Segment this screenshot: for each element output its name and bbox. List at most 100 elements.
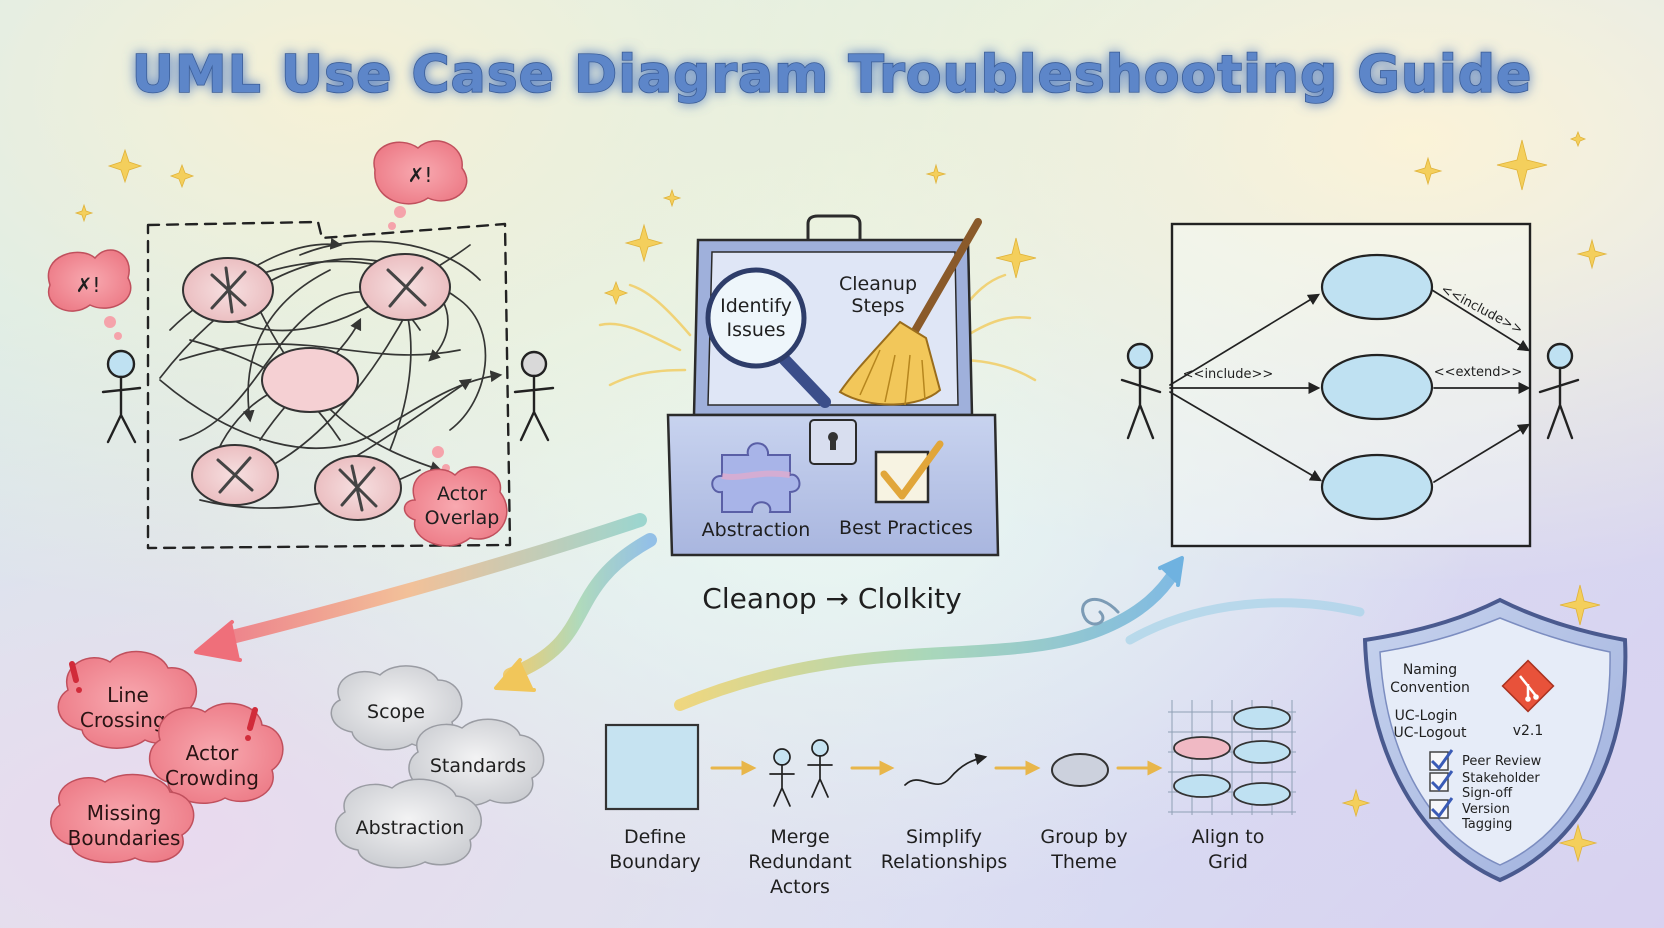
step-label: Theme: [1050, 851, 1117, 873]
step-group-by-theme: Group by Theme: [1040, 753, 1128, 873]
sparkle-icon: [603, 280, 629, 306]
step-label: Define: [624, 826, 686, 848]
actor-overlap-label-2: Overlap: [425, 507, 500, 529]
abstraction-cloud: Abstraction: [334, 778, 482, 869]
clean-actor-left: [1120, 342, 1162, 440]
cross-marks: [210, 266, 427, 512]
line-crossings-label-1: Line: [107, 683, 149, 707]
puzzle-icon: [711, 442, 801, 513]
grouped-oval-icon: [1051, 753, 1109, 787]
actor-crowding-cloud: Actor Crowding: [148, 702, 284, 804]
check-icon: [1430, 797, 1454, 819]
check-icon: [1430, 770, 1454, 792]
flow-swooshes: [194, 513, 1365, 711]
checklist-item: Stakeholder: [1462, 771, 1540, 786]
broom-icon: [838, 218, 982, 406]
error-badge-text: ✗!: [76, 273, 101, 297]
extend-label: <<extend>>: [1434, 365, 1523, 380]
quality-shield: Naming Convention UC-Login UC-Logout v2.…: [1362, 597, 1628, 883]
red-swoosh: [213, 513, 647, 647]
two-actors-icon: [769, 739, 833, 807]
title-group: UML Use Case Diagram Troubleshooting Gui…: [131, 44, 1533, 106]
version-label: v2.1: [1513, 723, 1544, 739]
identify-issues-label-2: Issues: [726, 319, 785, 341]
actor-left: [101, 349, 142, 444]
sparkle-icon: [1559, 584, 1601, 626]
aligned-ovals-icon: [1173, 706, 1291, 806]
sparkle-icon: [1558, 823, 1598, 863]
gold-swoosh: [503, 533, 657, 682]
step-align-to-grid: Align to Grid: [1168, 700, 1296, 873]
checklist-item: Sign-off: [1462, 786, 1513, 801]
central-use-case: [261, 347, 359, 413]
use-case-oval: [1320, 353, 1434, 421]
abstraction-tool-label: Abstraction: [702, 519, 811, 541]
concept-clouds: Scope Standards Abstraction: [330, 665, 545, 869]
sparkle-icon: [1341, 788, 1371, 818]
missing-boundaries-cloud: Missing Boundaries: [50, 773, 195, 864]
error-badge-text: ✗!: [408, 163, 433, 187]
sparkle-icon: [662, 188, 682, 208]
identify-issues-label-1: Identify: [720, 295, 792, 317]
checklist: Peer Review Stakeholder Sign-off Version…: [1429, 749, 1542, 832]
abstraction-concept-label: Abstraction: [356, 817, 465, 839]
page-title: UML Use Case Diagram Troubleshooting Gui…: [132, 45, 1533, 105]
actor-overlap-label-1: Actor: [437, 483, 487, 505]
clean-diagram: <<include>> <<include>> <<extend>>: [1120, 222, 1580, 548]
checklist-item: Peer Review: [1462, 754, 1542, 769]
error-bubble-left: ✗!: [47, 249, 132, 340]
actor-crowding-label-1: Actor: [186, 741, 239, 765]
step-label: Grid: [1208, 851, 1248, 873]
messy-boundary: [146, 220, 512, 550]
step-label: Group by: [1040, 826, 1127, 848]
sparkle-icon: [169, 163, 195, 189]
best-practices-label: Best Practices: [839, 517, 973, 539]
use-case-oval: [1320, 453, 1434, 521]
step-label: Simplify: [906, 826, 982, 848]
step-label: Relationships: [881, 851, 1008, 873]
checklist-item: Version: [1462, 802, 1510, 817]
magnifier-icon: Identify Issues: [705, 267, 831, 408]
check-icon: [1430, 749, 1454, 771]
step-merge-actors: Merge Redundant Actors: [748, 739, 852, 898]
scope-label: Scope: [367, 701, 425, 723]
actor-crowding-label-2: Crowding: [165, 766, 259, 790]
actor-right: [513, 350, 555, 442]
uc-name: UC-Login: [1395, 708, 1458, 724]
clean-actor-right: [1538, 342, 1580, 440]
step-label: Merge: [770, 826, 829, 848]
sparkle-icon: [107, 148, 143, 184]
sparkle-icon: [1413, 156, 1443, 186]
step-label: Redundant: [748, 851, 851, 873]
simple-arrow-icon: [904, 753, 988, 786]
naming-convention-label-1: Naming: [1403, 662, 1457, 678]
sparkles: [74, 130, 1608, 863]
check-box-icon: [874, 440, 944, 504]
sparkle-icon: [925, 163, 947, 185]
step-label: Actors: [770, 876, 830, 898]
problem-clouds: Line Crossings Actor Crowding Missing Bo…: [50, 650, 284, 864]
step-label: Align to: [1192, 826, 1265, 848]
sparkle-icon: [1569, 130, 1587, 148]
include-label-left: <<include>>: [1183, 367, 1274, 382]
cleanup-steps-label-2: Steps: [851, 295, 904, 317]
use-case-oval: [1320, 253, 1434, 321]
git-logo-icon: [1501, 659, 1555, 713]
missing-boundaries-label-1: Missing: [87, 801, 162, 825]
boundary-square-icon: [604, 723, 700, 811]
actor-overlap-cloud: Actor Overlap: [403, 446, 508, 547]
sparkle-icon: [1496, 139, 1548, 191]
sparkle-icon: [995, 237, 1037, 279]
sparkle-icon: [1576, 238, 1608, 270]
step-define-boundary: Define Boundary: [604, 723, 701, 873]
sparkle-icon: [624, 223, 664, 263]
toolbox: Identify Issues Cleanup Steps Abstractio…: [598, 214, 1037, 615]
standards-label: Standards: [430, 755, 526, 777]
cleanup-steps: Define Boundary Merge Redundant Actors S…: [604, 700, 1296, 898]
missing-boundaries-label-2: Boundaries: [68, 826, 181, 850]
checklist-item: Tagging: [1461, 817, 1512, 832]
uc-name: UC-Logout: [1393, 725, 1467, 741]
step-simplify-relationships: Simplify Relationships: [881, 753, 1008, 873]
rising-swoosh: [674, 566, 1181, 711]
